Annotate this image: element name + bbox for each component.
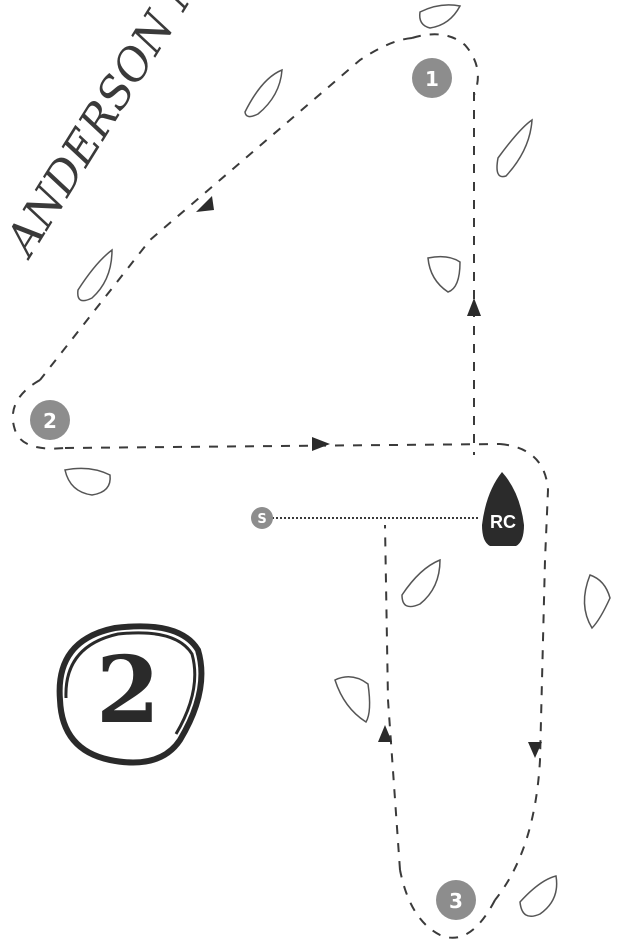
mark-3: 3	[436, 880, 476, 920]
start-pin: S	[251, 507, 273, 529]
sailboat-icon	[420, 5, 460, 28]
sailboat-icon	[497, 120, 532, 177]
arrow-down-left-icon	[196, 196, 214, 212]
arrow-right-icon	[312, 437, 330, 451]
course-number-badge: 2	[60, 626, 202, 762]
handwritten-title-text: ANDERSON MOB	[0, 0, 253, 267]
sailboat-icon	[584, 575, 610, 628]
committee-boat-hull	[482, 472, 524, 546]
mark-2: 2	[30, 400, 70, 440]
course-leg-3-to-start	[385, 525, 400, 870]
arrow-up-icon	[467, 298, 481, 316]
arrow-down-icon	[528, 742, 542, 758]
sailboat-icon	[520, 876, 557, 916]
sailboat-icon	[245, 70, 282, 117]
sailboat-icon	[65, 468, 110, 495]
sailboat-icon	[428, 257, 460, 292]
start-pin-label: S	[257, 512, 266, 527]
sailboat-icon	[78, 250, 112, 301]
handwritten-title: ANDERSON MOB	[0, 0, 253, 267]
mark-1: 1	[412, 58, 452, 98]
mark-1-label: 1	[425, 67, 439, 91]
committee-boat-label: RC	[490, 512, 516, 532]
sailboats	[65, 5, 610, 916]
direction-arrows	[196, 196, 542, 758]
committee-boat: RC	[482, 472, 524, 546]
sailboat-icon	[402, 560, 440, 607]
course-leg-2-to-rc	[65, 444, 500, 448]
mark-3-label: 3	[449, 889, 463, 913]
mark-2-label: 2	[43, 409, 57, 433]
arrow-up-icon	[378, 725, 392, 742]
course-number-text: 2	[96, 636, 160, 744]
sailboat-icon	[335, 677, 370, 722]
